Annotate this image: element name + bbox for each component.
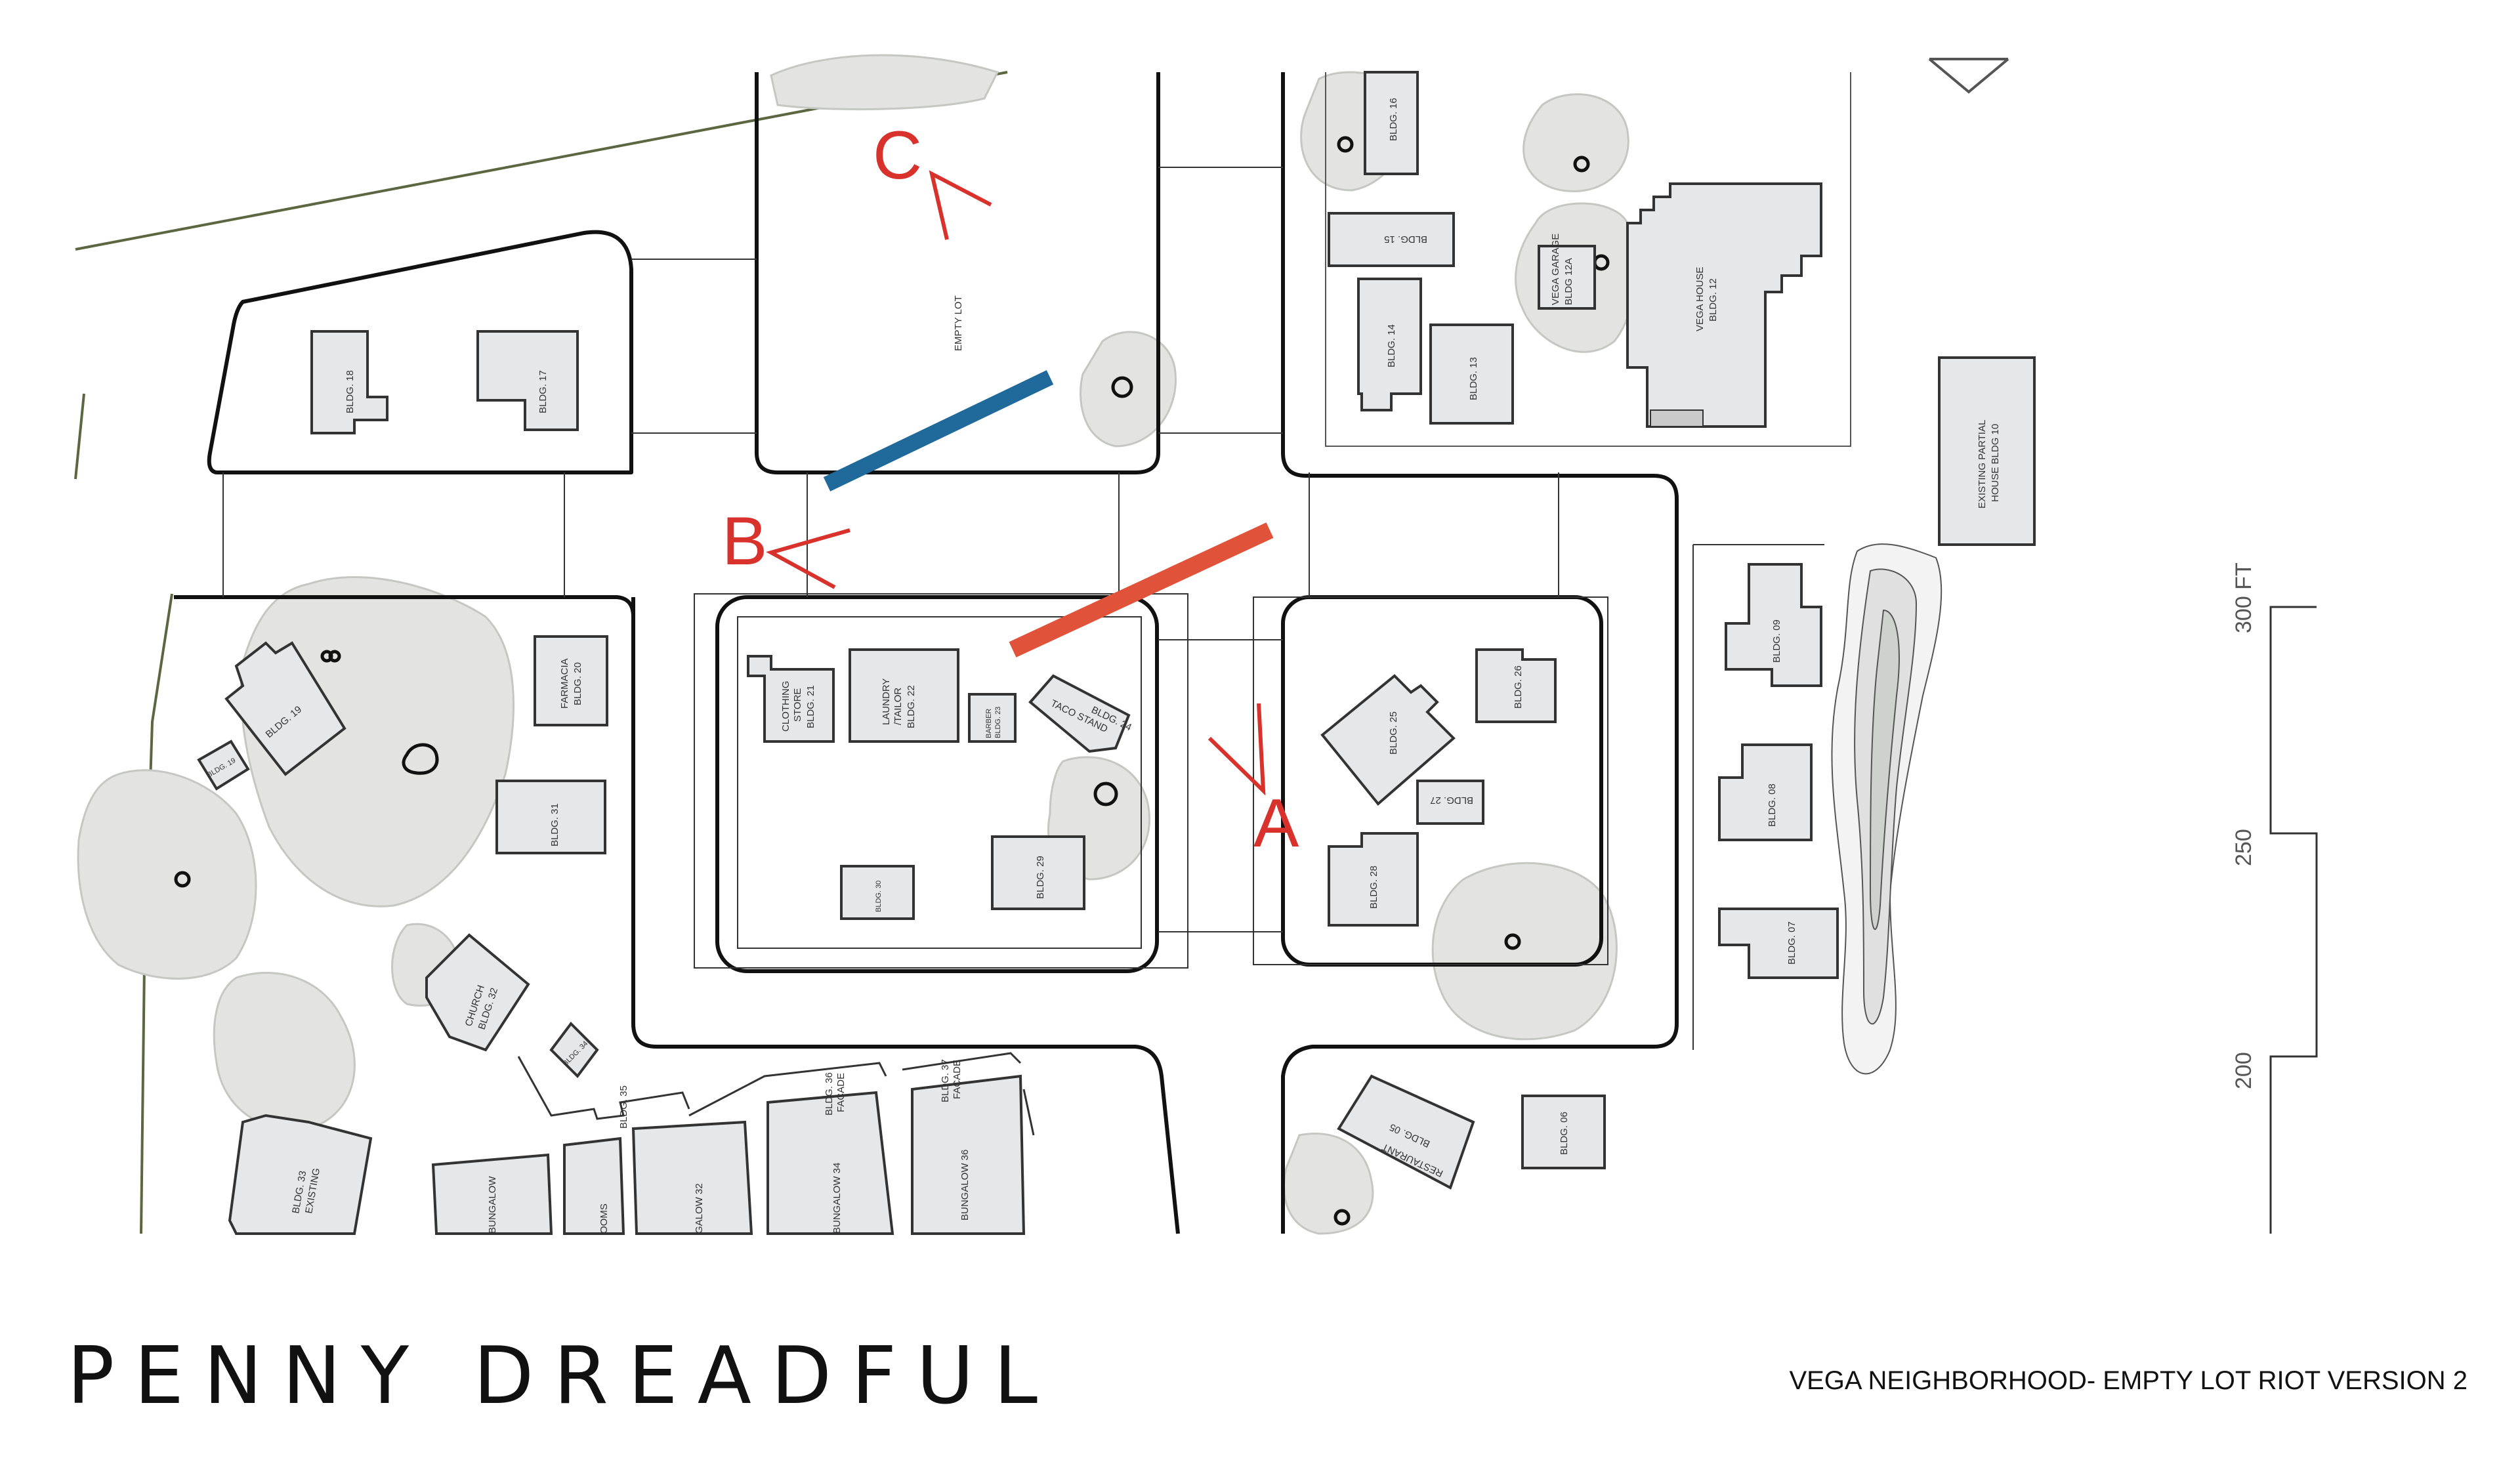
label-bungalow-a: BUNGALOW [487,1176,498,1234]
label-bldg26: BLDG. 26 [1513,665,1524,709]
facade-lines [517,1052,1035,1136]
bldg-28 [1328,832,1419,927]
bldg-13 [1429,324,1514,425]
scale-label-250: 250 [2231,829,2256,866]
label-bldg18: BLDG. 18 [345,370,356,413]
label-rooms: OOMS [598,1203,610,1234]
label-vega-house-bldg: BLDG. 12 [1708,278,1719,322]
label-bldg20a: FARMACIA [559,658,570,709]
bldg-10 [1938,356,2036,546]
label-vega-house: VEGA HOUSE [1694,267,1706,331]
label-bldg22a: LAUNDRY [881,679,892,725]
bungalow-36 [911,1074,1026,1235]
bungalow-a [431,1153,553,1235]
bldg-09 [1725,563,1822,687]
street-curbs [174,72,1679,1234]
label-facade37a: BLDG. 37 [940,1059,951,1102]
bldg-31 [495,780,606,854]
bldg-33 [228,1114,373,1235]
blue-crowd-line [823,370,1054,491]
red-crowd-line [1009,522,1274,658]
label-bldg23b: BLDG. 23 [994,707,1002,738]
marker-c: C [873,117,922,194]
bldg-07 [1718,908,1839,979]
label-bldg21b: STORE [792,688,803,722]
buildings [197,71,2036,1235]
label-bldg13: BLDG. 13 [1468,357,1479,400]
site-plan-map: C B A 300 FT 250 200 EMPTY LOT BLDG. 18 … [74,54,2318,1235]
bldg-26 [1475,648,1557,723]
scale-bar [2269,606,2318,1234]
bldg-06 [1521,1095,1606,1169]
bldg-05 [1337,1074,1475,1190]
bldg-25 [1320,674,1456,806]
label-vega-garage-bldg: BLDG 12A [1563,258,1574,305]
label-bldg17: BLDG. 17 [537,370,549,413]
pond [1831,543,1942,1075]
label-bldg22c: BLDG. 22 [906,685,917,728]
label-bldg20b: BLDG. 20 [572,662,583,705]
label-bldg15: BLDG. 15 [1384,234,1427,245]
bungalow-32 [631,1120,753,1235]
bldg-08 [1718,743,1813,841]
label-bldg10b: HOUSE BLDG 10 [1990,424,2001,502]
bldg-32 [425,933,530,1052]
label-bldg07: BLDG. 07 [1786,921,1797,965]
label-facade37b: FACADE [952,1060,963,1099]
garage-pad [1650,409,1704,427]
marker-b: B [722,503,767,579]
label-bldg22b: /TAILOR [892,688,904,725]
bldg-20 [534,635,608,726]
bldg-30 [840,865,915,920]
label-bldg25: BLDG. 25 [1388,711,1399,755]
camera-markers [766,170,1266,796]
label-bldg28: BLDG. 28 [1368,866,1379,909]
bldg-16 [1364,71,1419,175]
label-bldg08: BLDG. 08 [1767,783,1778,827]
label-bldg29: BLDG. 29 [1035,856,1046,899]
bldg-34 [549,1021,599,1079]
bldg-29 [991,835,1085,910]
bldg-15 [1328,212,1455,267]
label-bldg30: BLDG. 30 [875,881,883,912]
bldg-23 [968,693,1017,743]
label-bldg10: EXISTING PARTIAL [1977,420,1988,509]
scale-label-300: 300 FT [2231,562,2256,633]
bldg-24 [1028,674,1131,753]
label-bungalow-34: BUNGALOW 34 [831,1163,843,1234]
bldg-17 [476,330,579,431]
label-vega-garage: VEGA GARAGE [1550,234,1561,305]
rooms [563,1137,625,1235]
label-bldg21c: BLDG. 21 [805,685,816,728]
bungalow-34 [766,1091,894,1235]
label-bldg14: BLDG. 14 [1386,324,1397,367]
label-bungalow-36: BUNGALOW 36 [959,1150,971,1221]
label-bldg09: BLDG. 09 [1771,619,1782,663]
label-bungalow-32: GALOW 32 [694,1183,705,1234]
brand-wordmark: PENNY DREADFUL [67,1331,1057,1422]
bldg-12a [1538,245,1596,310]
scale-label-200: 200 [2231,1052,2256,1089]
sheet-title: VEGA NEIGHBORHOOD- EMPTY LOT RIOT VERSIO… [1789,1366,2468,1395]
bldg-14 [1357,278,1422,411]
label-facade36b: FACADE [835,1073,847,1112]
bldg-18 [310,330,388,434]
label-bldg16: BLDG. 16 [1388,98,1399,141]
bldg-27 [1416,780,1484,825]
label-bldg31: BLDG. 31 [549,803,560,846]
bldg-19b [197,740,250,791]
label-bldg35: BLDG. 35 [618,1085,629,1129]
label-facade36a: BLDG. 36 [824,1072,835,1116]
bldg-19 [224,641,346,776]
marker-a: A [1253,785,1299,862]
label-bldg06: BLDG. 06 [1559,1112,1570,1155]
label-bldg27: BLDG. 27 [1430,795,1473,806]
label-bldg21a: CLOTHING [780,680,791,732]
bldg-12 [1626,182,1822,428]
bldg-21 [747,655,835,743]
label-bldg23a: BARBER [985,709,993,738]
bldg-22 [849,648,959,743]
label-empty-lot: EMPTY LOT [953,295,964,351]
